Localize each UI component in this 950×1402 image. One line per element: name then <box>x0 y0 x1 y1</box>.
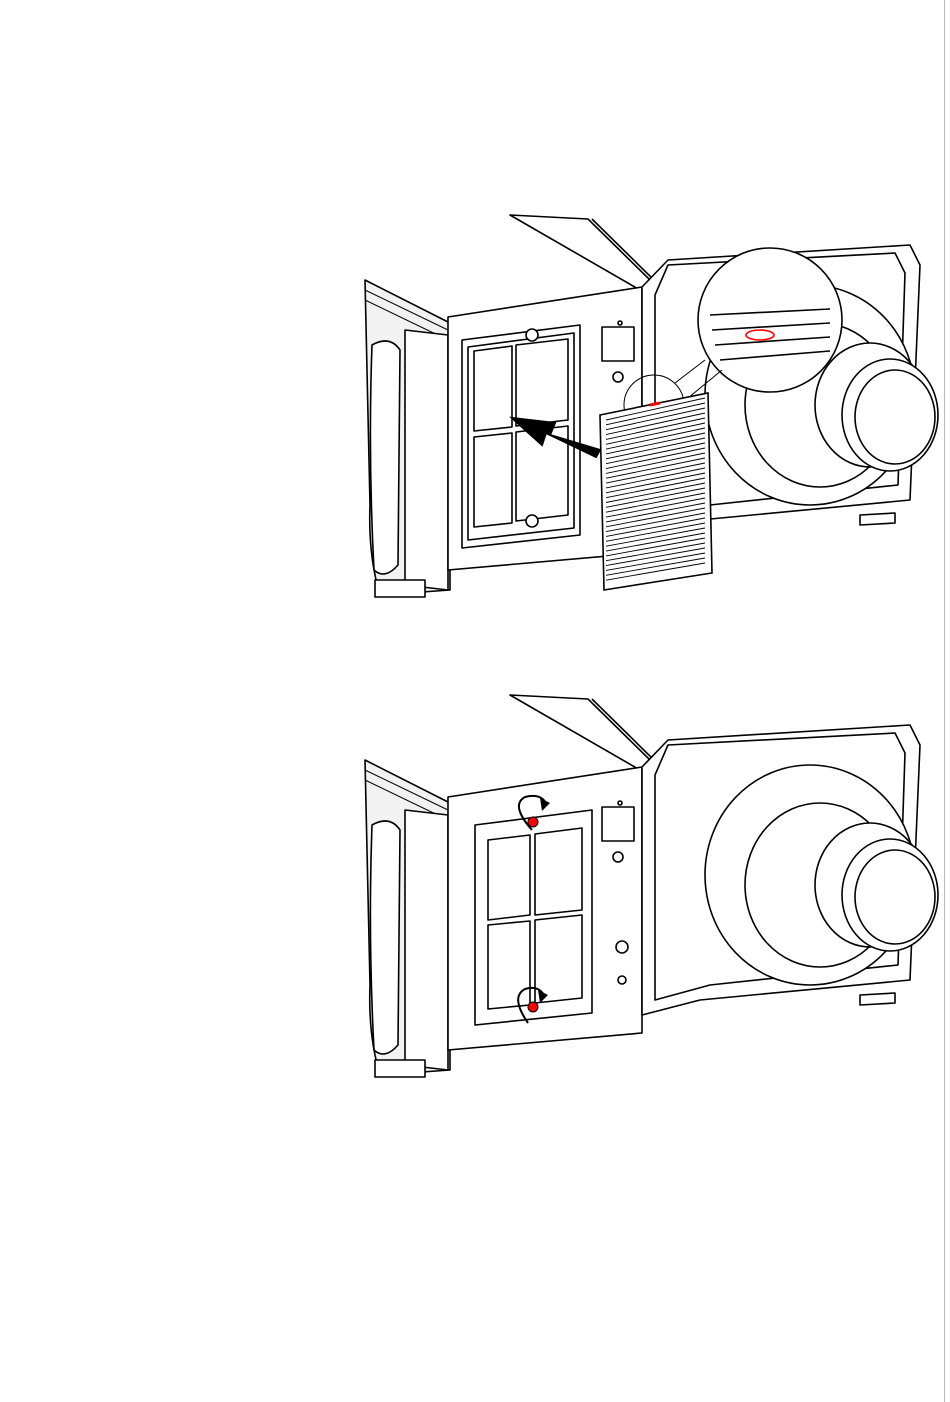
control-window <box>602 327 634 361</box>
foot <box>375 1060 425 1077</box>
control-window <box>602 807 634 841</box>
lock-screw <box>528 1002 538 1012</box>
screw <box>526 329 538 341</box>
top-vent <box>510 215 650 290</box>
filter-lock-figure <box>350 685 950 1085</box>
foot <box>375 580 425 597</box>
top-vent <box>510 695 650 770</box>
foot <box>860 993 895 1005</box>
lock-screw <box>528 817 538 827</box>
zoom-callout <box>698 248 842 392</box>
side-grip <box>370 341 400 574</box>
body-column <box>405 810 448 1070</box>
side-grip <box>370 821 400 1054</box>
body-column <box>405 330 448 590</box>
filter-insert-figure <box>350 205 950 605</box>
screw <box>526 515 538 527</box>
foot <box>860 513 895 525</box>
filter-lock-icon <box>350 685 950 1085</box>
filter-insert-icon <box>350 205 950 605</box>
